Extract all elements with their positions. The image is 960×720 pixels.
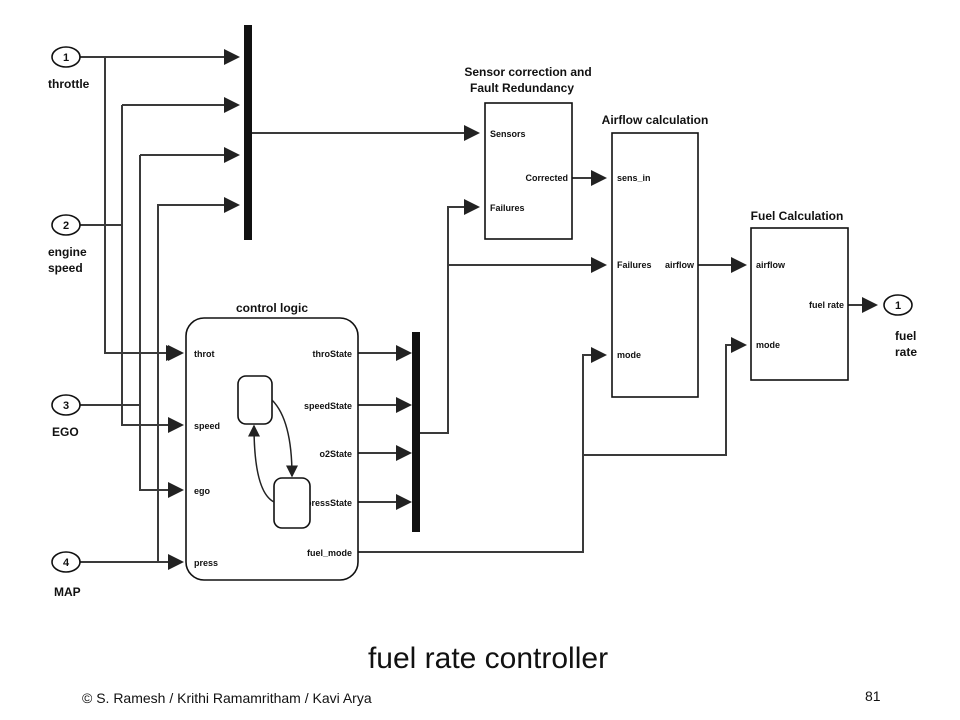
inport-label: MAP (54, 585, 81, 599)
port-ego: ego (194, 486, 211, 496)
outport-label: rate (895, 345, 917, 359)
port-airflow: airflow (665, 260, 695, 270)
wire-throttle-to-control (104, 57, 182, 361)
outport-number: 1 (895, 300, 901, 312)
port-mode: mode (756, 340, 780, 350)
inport-ego[interactable]: 3 EGO (51, 394, 81, 439)
port-failures: Failures (490, 203, 525, 213)
stateflow-chart-icon (237, 375, 311, 529)
outport-fuel-rate[interactable]: 1 fuel rate (883, 294, 917, 359)
port-o2state: o2State (319, 449, 352, 459)
block-title: Airflow calculation (602, 113, 709, 127)
wire-mode-to-airflow (358, 347, 607, 553)
wire-bus-to-sensor-failures (420, 199, 480, 434)
inport-number: 4 (63, 557, 70, 569)
wire-speed-to-control (121, 105, 180, 426)
port-speedstate: speedState (304, 401, 352, 411)
mux-bar (244, 25, 252, 240)
diagram-caption: fuel rate controller (368, 642, 608, 675)
outport-label: fuel (895, 329, 916, 343)
port-failures: Failures (617, 260, 652, 270)
wire-map-to-mux (157, 197, 240, 562)
port-corrected: Corrected (525, 173, 568, 183)
block-title: Sensor correction and (464, 65, 591, 79)
copyright-footer: © S. Ramesh / Krithi Ramamritham / Kavi … (82, 690, 372, 706)
port-fuel-rate: fuel rate (809, 300, 844, 310)
inport-label: engine (48, 245, 87, 259)
inport-throttle[interactable]: 1 throttle (48, 46, 90, 91)
port-airflow: airflow (756, 260, 786, 270)
sensor-correction-block[interactable]: Sensor correction and Fault Redundancy S… (464, 65, 592, 240)
port-press: press (194, 558, 218, 568)
port-mode: mode (617, 350, 641, 360)
port-speed: speed (194, 421, 220, 431)
port-throstate: throState (312, 349, 352, 359)
port-sensors: Sensors (490, 129, 526, 139)
port-pressstate: pressState (306, 498, 352, 508)
inport-engine-speed[interactable]: 2 engine speed (48, 214, 87, 275)
inport-number: 3 (63, 400, 69, 412)
wire-mode-to-fuel (583, 337, 747, 456)
control-logic-block[interactable]: control logic throt speed ego press thro… (185, 301, 359, 581)
inport-number: 1 (63, 52, 69, 64)
port-sens-in: sens_in (617, 173, 651, 183)
inport-label: throttle (48, 77, 90, 91)
airflow-calculation-block[interactable]: Airflow calculation sens_in Failures mod… (602, 113, 709, 398)
inport-number: 2 (63, 220, 69, 232)
signal-wires (78, 49, 878, 570)
port-fuel-mode: fuel_mode (307, 548, 352, 558)
demux-bar (412, 332, 420, 532)
inport-label: speed (48, 261, 83, 275)
block-title: control logic (236, 301, 308, 315)
page-number: 81 (865, 688, 881, 704)
inport-label: EGO (52, 425, 79, 439)
port-throt: throt (194, 349, 215, 359)
fuel-calculation-block[interactable]: Fuel Calculation airflow mode fuel rate (750, 209, 849, 381)
block-title: Fuel Calculation (751, 209, 844, 223)
wire-ego-to-control (139, 155, 180, 491)
inport-map[interactable]: 4 MAP (51, 551, 81, 599)
block-title: Fault Redundancy (470, 81, 574, 95)
